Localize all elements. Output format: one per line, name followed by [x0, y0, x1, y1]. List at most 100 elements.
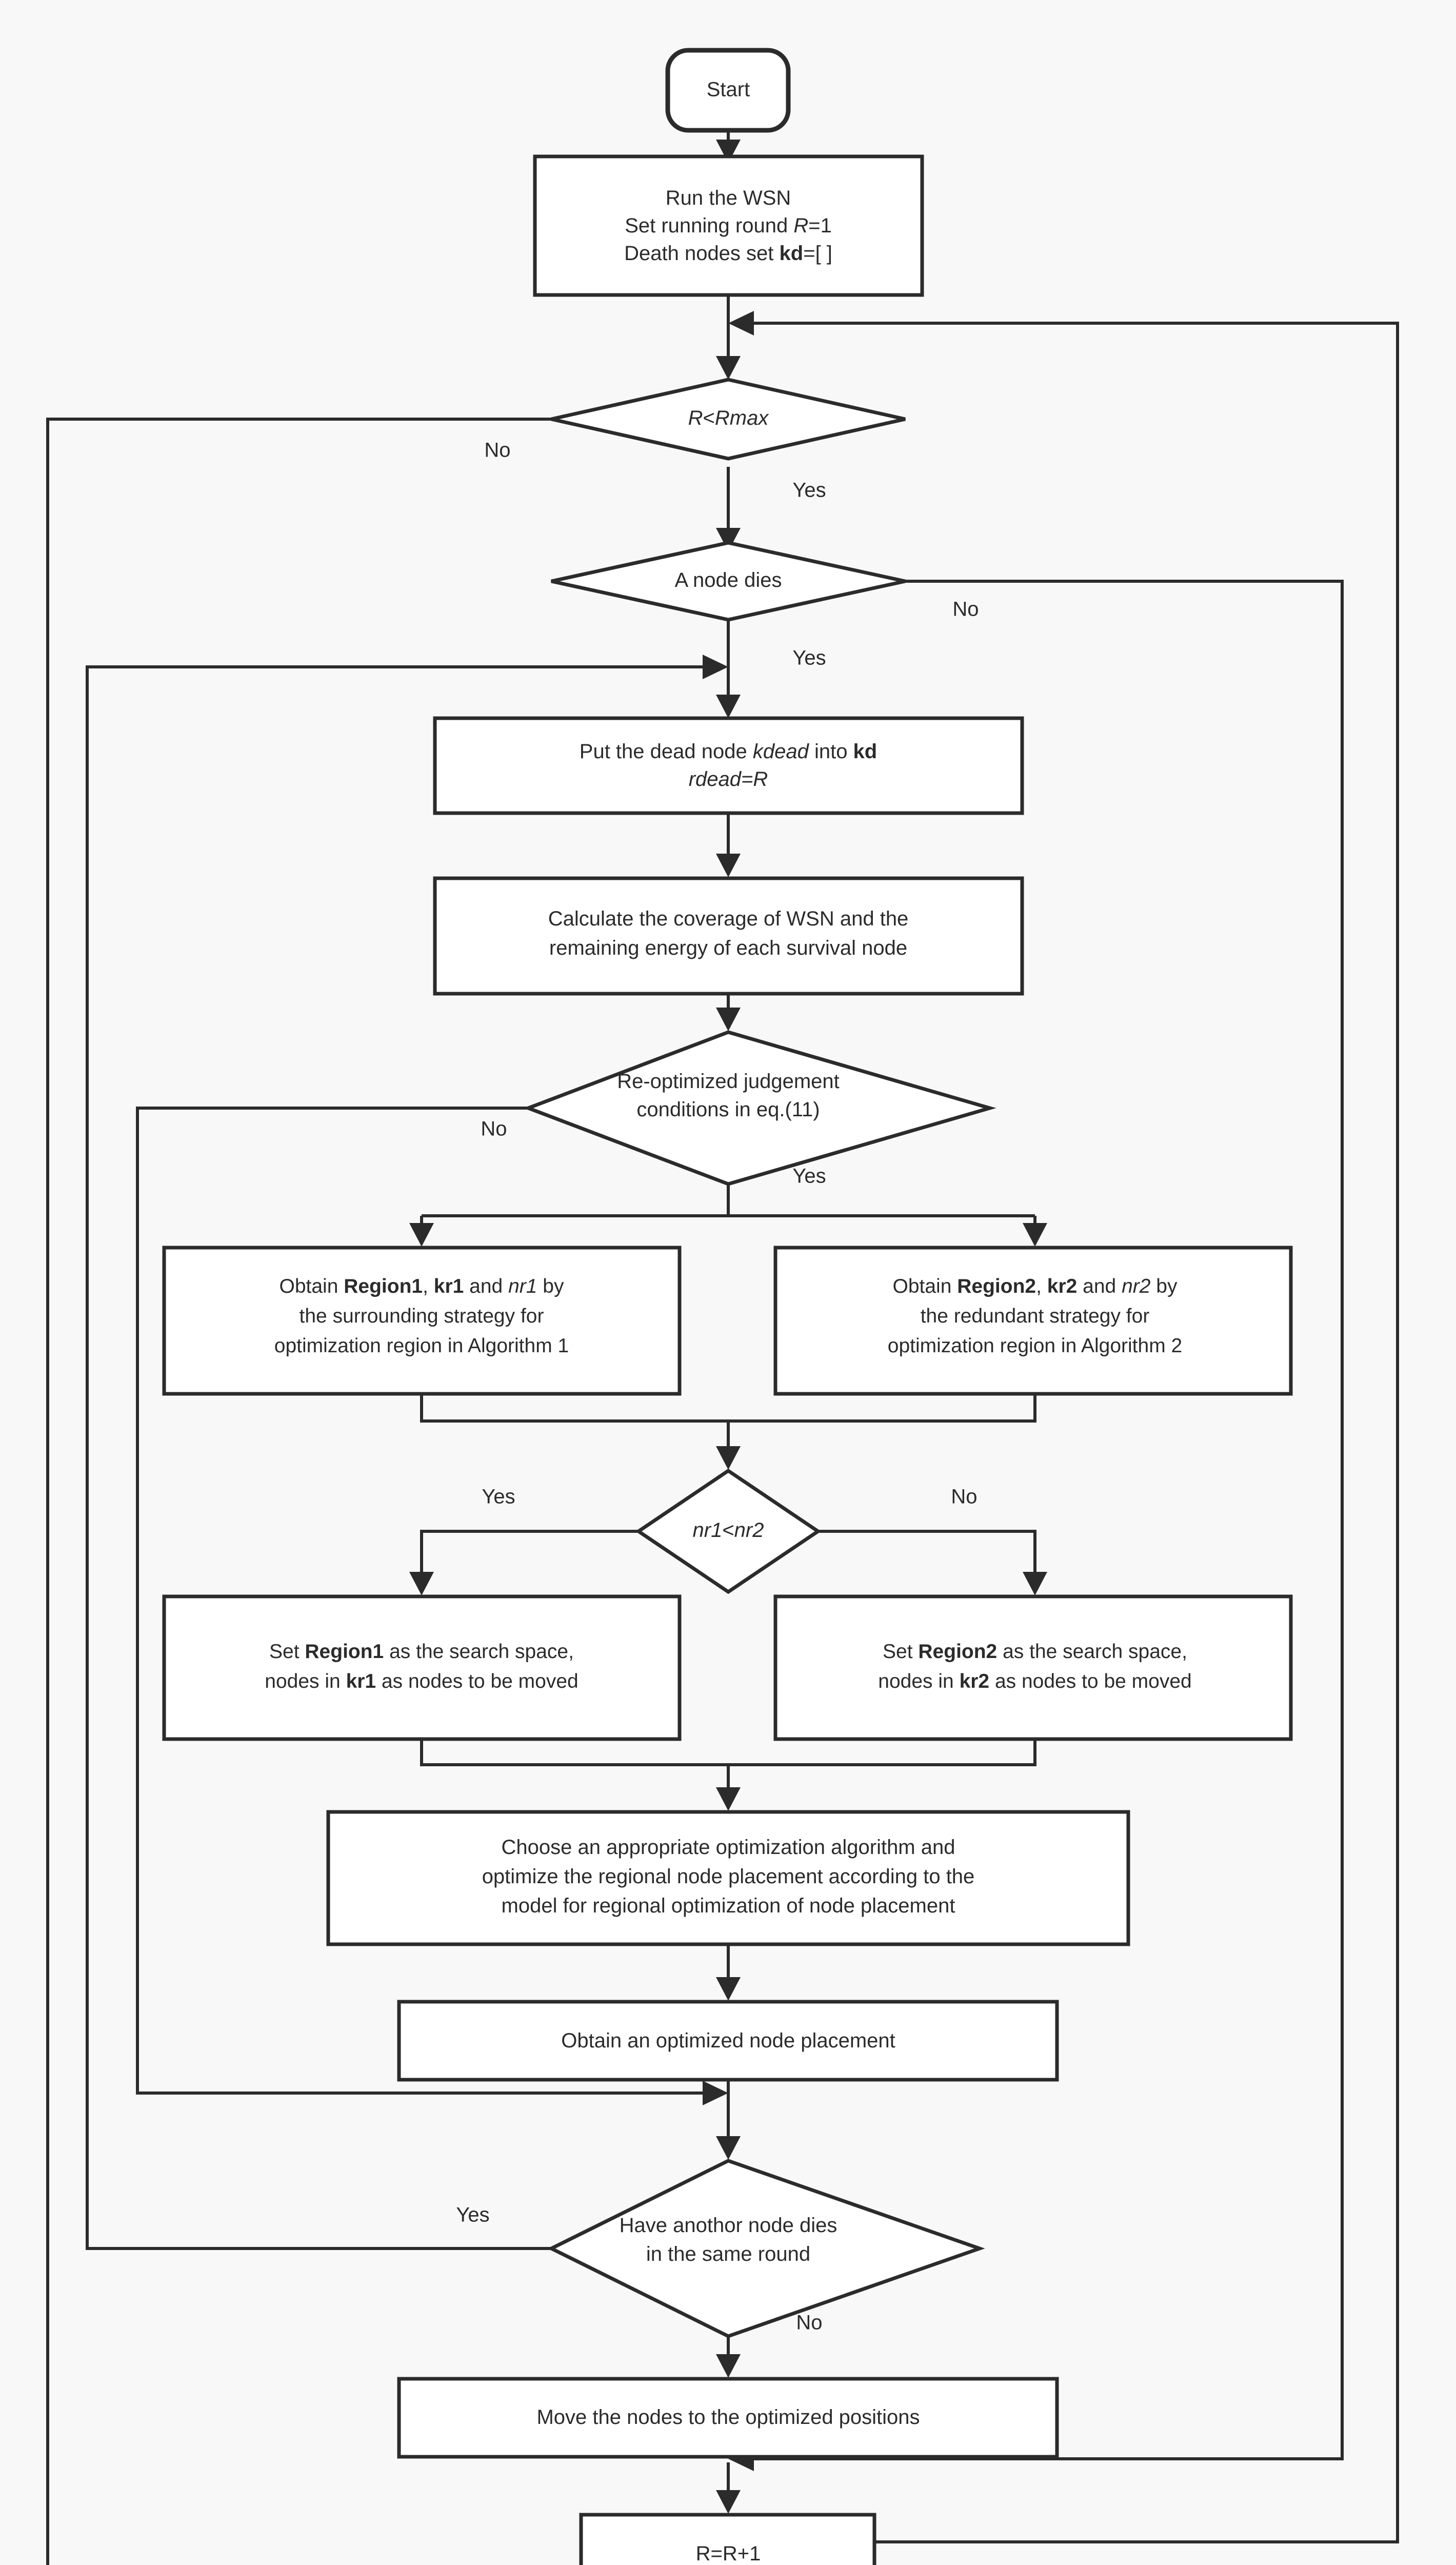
arrowhead	[716, 1977, 741, 2001]
obtain-r2-shape	[773, 1246, 1293, 1396]
arrowhead	[716, 1008, 741, 1031]
obtain-r1-shape	[162, 1246, 682, 1396]
put-dead-line-1: Put the dead node kdead into kd	[580, 740, 877, 763]
obtain-placement-shape	[397, 2000, 1059, 2082]
cond-reopt-line-1: Re-optimized judgement	[617, 1070, 840, 1093]
start-shape	[665, 48, 791, 133]
choose-line-3: model for regional optimization of node …	[502, 1895, 955, 1917]
edge-label-nr-no: No	[951, 1486, 977, 1508]
arrowhead	[716, 528, 741, 551]
arrowhead	[716, 1446, 741, 1470]
edge-label-nr-yes: Yes	[482, 1486, 515, 1508]
start-label: Start	[707, 78, 750, 101]
cond-nr-label: nr1<nr2	[693, 1519, 764, 1542]
edge-label-dies-yes: Yes	[792, 647, 826, 669]
move-nodes-label: Move the nodes to the optimized position…	[536, 2406, 920, 2429]
obtain-r1-line-2: the surrounding strategy for	[300, 1305, 544, 1327]
arrowhead	[716, 356, 741, 380]
node-set-region2[interactable]: Set Region2 as the search space, nodes i…	[773, 1594, 1293, 1741]
node-start[interactable]: Start	[665, 48, 791, 133]
node-move-nodes[interactable]: Move the nodes to the optimized position…	[397, 2377, 1059, 2459]
set-r1-line-2: nodes in kr1 as nodes to be moved	[265, 1670, 578, 1692]
node-cond-round[interactable]: R<Rmax	[551, 378, 906, 461]
node-increment-round[interactable]: R=R+1	[579, 2513, 876, 2565]
edge-another-yes-loop	[86, 665, 713, 2250]
cond-another-shape	[547, 2159, 985, 2338]
arrowhead	[1023, 1572, 1047, 1595]
arrowhead	[716, 2354, 741, 2378]
node-put-dead[interactable]: Put the dead node kdead into kd rdead=R	[433, 716, 1024, 815]
calc-shape	[433, 876, 1024, 996]
init-shape	[533, 154, 924, 297]
choose-shape	[326, 1810, 1130, 1946]
move-nodes-shape	[397, 2377, 1059, 2459]
calc-line-1: Calculate the coverage of WSN and the	[548, 907, 909, 930]
node-cond-nr[interactable]: nr1<nr2	[635, 1468, 822, 1594]
cond-another-line-1: Have anothor node dies	[620, 2214, 837, 2237]
node-cond-reopt[interactable]: Re-optimized judgement conditions in eq.…	[523, 1030, 996, 1186]
edge-round-no-to-end	[46, 418, 551, 2565]
edge-label-round-no: No	[484, 439, 510, 462]
put-dead-shape	[433, 716, 1024, 815]
increment-label: R=R+1	[696, 2542, 761, 2565]
node-set-region1[interactable]: Set Region1 as the search space, nodes i…	[162, 1594, 682, 1741]
increment-shape	[579, 2513, 876, 2565]
set-r2-shape	[773, 1594, 1293, 1741]
set-r1-shape	[162, 1594, 682, 1741]
arrowhead	[703, 655, 728, 679]
arrowhead	[409, 1572, 434, 1595]
edge-label-another-yes: Yes	[456, 2204, 489, 2226]
put-dead-line-2: rdead=R	[689, 768, 768, 791]
edge-setr-merge-bar	[420, 1739, 1036, 1766]
set-r2-line-2: nodes in kr2 as nodes to be moved	[878, 1670, 1191, 1692]
cond-reopt-line-2: conditions in eq.(11)	[636, 1098, 820, 1121]
arrowhead	[728, 311, 754, 336]
node-obtain-placement[interactable]: Obtain an optimized node placement	[397, 2000, 1059, 2082]
cond-nr-shape	[635, 1468, 822, 1594]
node-obtain-region2[interactable]: Obtain Region2, kr2 and nr2 by the redun…	[773, 1246, 1293, 1396]
arrowhead	[716, 854, 741, 877]
cond-dies-shape	[551, 541, 906, 622]
node-cond-another[interactable]: Have anothor node dies in the same round	[547, 2159, 985, 2338]
node-cond-node-dies[interactable]: A node dies	[551, 541, 906, 622]
arrowhead	[716, 2490, 741, 2514]
cond-dies-label: A node dies	[674, 569, 782, 591]
cond-reopt-shape	[523, 1030, 996, 1186]
node-init[interactable]: Run the WSN Set running round R=1 Death …	[533, 154, 924, 297]
node-choose-algorithm[interactable]: Choose an appropriate optimization algor…	[326, 1810, 1130, 1946]
choose-line-1: Choose an appropriate optimization algor…	[502, 1836, 955, 1859]
arrowhead	[716, 695, 741, 718]
edge-label-reopt-yes: Yes	[792, 1165, 826, 1188]
obtain-r1-line-1: Obtain Region1, kr1 and nr1 by	[280, 1275, 564, 1297]
set-r2-line-1: Set Region2 as the search space,	[883, 1641, 1187, 1663]
edge-reopt-no-loop	[136, 1107, 713, 2095]
node-calc-coverage[interactable]: Calculate the coverage of WSN and the re…	[433, 876, 1024, 996]
edge-dies-no-loop	[744, 580, 1344, 2460]
init-line-3: Death nodes set kd=[ ]	[624, 242, 832, 265]
arrowhead	[716, 140, 741, 163]
edge-obtain-merge-bar	[420, 1394, 1036, 1423]
obtain-r1-line-3: optimization region in Algorithm 1	[274, 1335, 569, 1357]
edge-label-round-yes: Yes	[792, 479, 826, 502]
node-obtain-region1[interactable]: Obtain Region1, kr1 and nr1 by the surro…	[162, 1246, 682, 1396]
edge-label-reopt-no: No	[481, 1118, 507, 1140]
arrowhead	[1023, 1223, 1047, 1247]
edge-increment-loopback	[744, 322, 1399, 2543]
obtain-r2-line-1: Obtain Region2, kr2 and nr2 by	[893, 1275, 1178, 1297]
connectors	[46, 130, 1399, 2565]
calc-line-2: remaining energy of each survival node	[549, 937, 907, 959]
edge-label-another-no: No	[796, 2312, 822, 2334]
obtain-r2-line-2: the redundant strategy for	[921, 1305, 1150, 1327]
set-r1-line-1: Set Region1 as the search space,	[269, 1641, 574, 1663]
cond-another-line-2: in the same round	[646, 2243, 810, 2265]
cond-round-label: R<Rmax	[688, 407, 770, 429]
arrowhead	[716, 1787, 741, 1811]
arrowhead	[716, 2136, 741, 2160]
init-line-2: Set running round R=1	[625, 214, 832, 237]
obtain-r2-line-3: optimization region in Algorithm 2	[888, 1335, 1182, 1357]
arrowhead	[703, 2081, 728, 2105]
obtain-placement-label: Obtain an optimized node placement	[561, 2029, 895, 2052]
edge-nr-yes	[420, 1530, 639, 1585]
